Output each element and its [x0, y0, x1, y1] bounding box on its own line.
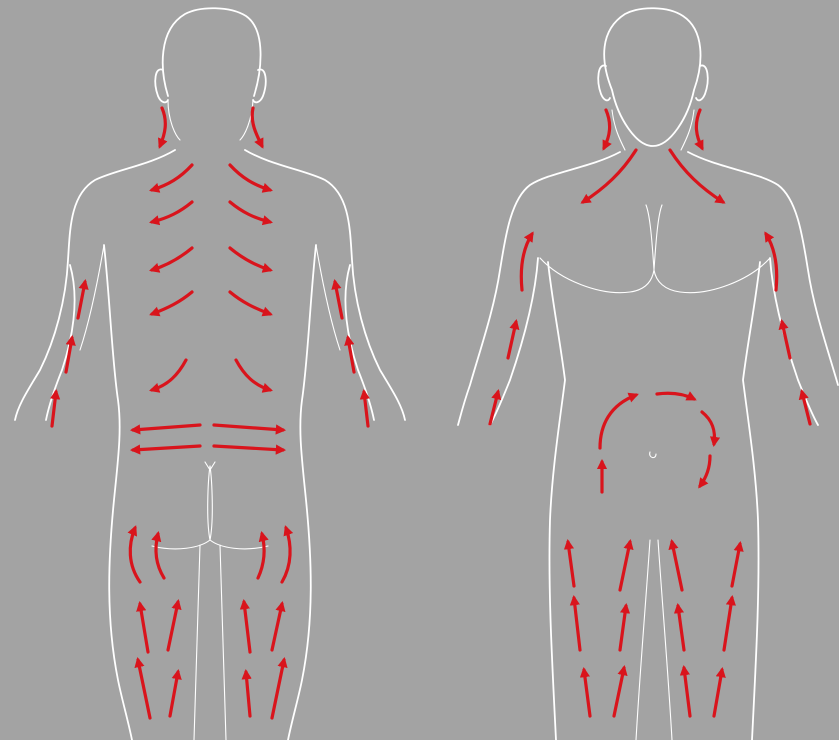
back-lower-arrow-l1 — [133, 425, 200, 430]
back-neck-arrow-right — [252, 108, 262, 146]
back-arrow-l2 — [152, 202, 192, 222]
front-leg-arrow-r3 — [678, 606, 684, 650]
front-forearm-arrow-r1 — [782, 322, 790, 358]
back-view-body-outline — [15, 8, 405, 740]
back-arrow-r4 — [230, 292, 270, 314]
back-arrow-r3 — [230, 248, 270, 270]
front-leg-arrow-r1 — [672, 542, 682, 590]
front-abdomen-arrow-2 — [600, 395, 636, 448]
front-neck-arrow-right — [696, 110, 702, 148]
front-leg-arrow-l3 — [574, 598, 580, 650]
back-lower-arrow-r2 — [214, 446, 283, 450]
back-arm-arrow-l1 — [78, 282, 85, 318]
front-leg-arrow-l6 — [614, 668, 624, 716]
front-upperarm-arrow-right — [766, 234, 777, 290]
front-leg-arrow-l2 — [620, 542, 630, 590]
back-glute-arrow-r1 — [282, 528, 290, 582]
front-leg-arrow-r4 — [724, 598, 732, 650]
back-glute-arrow-l1 — [130, 528, 140, 582]
massage-direction-arrows — [52, 108, 810, 718]
back-leg-arrow-r1 — [244, 602, 250, 652]
back-lower-arrow-r1 — [214, 425, 283, 430]
front-forearm-arrow-l1 — [508, 322, 516, 358]
front-view-body-outline — [458, 8, 838, 740]
back-arrow-r2 — [230, 202, 270, 222]
back-leg-arrow-r4 — [272, 660, 284, 718]
front-leg-arrow-r5 — [684, 668, 690, 716]
back-leg-arrow-l4 — [170, 672, 178, 716]
back-arrow-l5 — [152, 360, 186, 390]
back-neck-arrow-left — [160, 108, 165, 146]
back-leg-arrow-r3 — [246, 672, 250, 716]
back-arrow-l1 — [152, 165, 192, 190]
back-arm-arrow-r1 — [335, 282, 342, 318]
back-glute-arrow-l2 — [156, 534, 164, 578]
front-abdomen-arrow-4 — [702, 412, 715, 444]
front-abdomen-arrow-5 — [700, 456, 710, 486]
back-leg-arrow-l1 — [140, 604, 148, 652]
back-arrow-r5 — [236, 360, 270, 390]
front-leg-arrow-l5 — [584, 670, 590, 716]
front-neck-arrow-left — [604, 110, 610, 148]
back-lower-arrow-l2 — [133, 446, 200, 450]
front-leg-arrow-l4 — [620, 606, 626, 650]
front-upperarm-arrow-left — [521, 234, 532, 290]
back-arrow-r1 — [230, 165, 270, 190]
front-leg-arrow-r6 — [714, 670, 722, 716]
back-glute-arrow-r2 — [258, 534, 264, 578]
back-arrow-l4 — [152, 292, 192, 314]
front-leg-arrow-l1 — [568, 542, 574, 586]
back-arrow-l3 — [152, 248, 192, 270]
back-leg-arrow-r2 — [272, 604, 282, 650]
front-leg-arrow-r2 — [732, 544, 740, 586]
back-leg-arrow-l3 — [138, 660, 150, 718]
back-leg-arrow-l2 — [168, 602, 178, 650]
front-shoulder-arrow-right — [670, 150, 723, 202]
front-abdomen-arrow-3 — [657, 393, 694, 399]
